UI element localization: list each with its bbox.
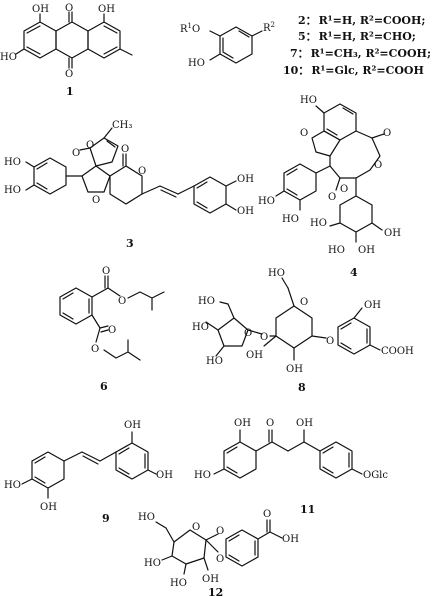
c4-o-lac3: O — [328, 192, 336, 203]
c6-o1: O — [102, 266, 110, 277]
c6-o3: O — [108, 325, 116, 336]
c3-oh-a: OH — [237, 174, 254, 185]
c8-oh-top: OH — [364, 300, 381, 311]
c1-ho-left: HO — [0, 52, 17, 63]
c3-ch3: CH₃ — [112, 120, 132, 131]
c4-o-ring: O — [300, 128, 308, 139]
compound-12: O HO HO HO OH O O O OH 12 — [138, 509, 299, 597]
c12-ho-b: HO — [144, 558, 161, 569]
c2-legend-line-3: 7：R¹=CH₃, R²=COOH; — [290, 47, 431, 60]
c3-o4: O — [121, 144, 129, 155]
c12-ho-c: HO — [170, 578, 187, 589]
c6-number: 6 — [100, 380, 108, 393]
c12-oh-acid: OH — [282, 534, 299, 545]
c4-number: 4 — [350, 266, 358, 279]
c1-oh-top-left: OH — [32, 4, 49, 15]
compound-8: O HO HO HO O O HO OH OH O OH COOH 8 — [192, 268, 414, 394]
compound-3: HO HO O CH₃ O O O O OH OH 3 — [4, 120, 254, 250]
c8-o-a: O — [244, 328, 252, 339]
c2-legend-line-2: 5：R¹=H, R²=CHO; — [298, 30, 416, 43]
c4-oh-b: OH — [358, 245, 375, 256]
c2-ho-label: HO — [188, 58, 205, 69]
c4-ho-top: HO — [300, 95, 317, 106]
c8-ho-c: HO — [206, 356, 223, 367]
c8-ho-a: HO — [198, 296, 215, 307]
c12-o-b: O — [216, 526, 224, 537]
c3-ho-b: HO — [4, 185, 21, 196]
compound-4: HO O O O O O HO HO OH HO HO OH 4 — [258, 95, 401, 279]
c11-number: 11 — [300, 503, 315, 516]
c1-o-top: O — [65, 3, 73, 14]
compound-9: HO OH OH OH 9 — [4, 420, 173, 525]
c6-o4: O — [91, 344, 99, 355]
c12-o-d: O — [263, 509, 271, 520]
c11-oh-a: OH — [234, 418, 251, 429]
c9-oh-b: OH — [156, 470, 173, 481]
c6-o2: O — [118, 296, 126, 307]
c3-o5: O — [138, 166, 146, 177]
c4-o-lac2: O — [374, 160, 382, 171]
c8-ho-d: HO — [268, 268, 285, 279]
c2-r1o-label: R1O — [180, 22, 200, 35]
c11-oh-b: OH — [296, 418, 313, 429]
c8-number: 8 — [298, 381, 306, 394]
c8-oh-a: OH — [286, 364, 303, 375]
c4-ho-d: HO — [328, 245, 345, 256]
c8-o-c: O — [300, 297, 308, 308]
c3-number: 3 — [126, 237, 134, 250]
c12-number: 12 — [208, 586, 223, 597]
c8-cooh: COOH — [381, 346, 414, 357]
c8-o-d: O — [326, 336, 334, 347]
c3-o2: O — [86, 140, 94, 151]
c2-legend-line-1: 2：R¹=H, R²=COOH; — [298, 14, 425, 27]
c1-oh-top-right: OH — [98, 4, 115, 15]
c12-oh: OH — [202, 574, 219, 585]
c3-o1: O — [92, 195, 100, 206]
c3-oh-b: OH — [237, 206, 254, 217]
c12-ho-a: HO — [138, 512, 155, 523]
c2-r2-label: R2 — [263, 21, 275, 34]
compound-6: O O O O 6 — [59, 266, 165, 393]
c4-ho-a: HO — [258, 196, 275, 207]
c4-oh-a: OH — [384, 228, 401, 239]
c9-ho: HO — [4, 480, 21, 491]
compound-1: OH O OH HO O 1 — [0, 3, 133, 98]
c4-o-lac4: O — [340, 184, 348, 195]
c12-o-a: O — [192, 522, 200, 533]
c4-o-lac1: O — [383, 128, 391, 139]
c11-o: O — [266, 418, 274, 429]
c9-oh-c: OH — [40, 502, 57, 513]
c4-ho-b: HO — [282, 214, 299, 225]
c1-o-bottom: O — [65, 69, 73, 80]
c3-o3: O — [72, 148, 80, 159]
c2-legend-line-4: 10：R¹=Glc, R²=COOH — [283, 64, 424, 77]
compound-11: OH HO O OH OGlc 11 — [194, 418, 388, 516]
c11-ho: HO — [194, 470, 211, 481]
compound-2-series: R1O R2 HO 2：R¹=H, R²=COOH; 5：R¹=H, R²=CH… — [180, 14, 431, 77]
c11-oglc: OGlc — [363, 470, 388, 481]
c8-o-b: O — [260, 332, 268, 343]
c9-oh-a: OH — [124, 420, 141, 431]
c8-oh-b: OH — [246, 350, 263, 361]
c8-ho-b: HO — [192, 322, 209, 333]
c12-o-c: O — [216, 554, 224, 565]
c9-number: 9 — [102, 512, 110, 525]
c1-number: 1 — [66, 85, 74, 98]
c3-ho-a: HO — [4, 157, 21, 168]
c4-ho-c: HO — [310, 218, 327, 229]
